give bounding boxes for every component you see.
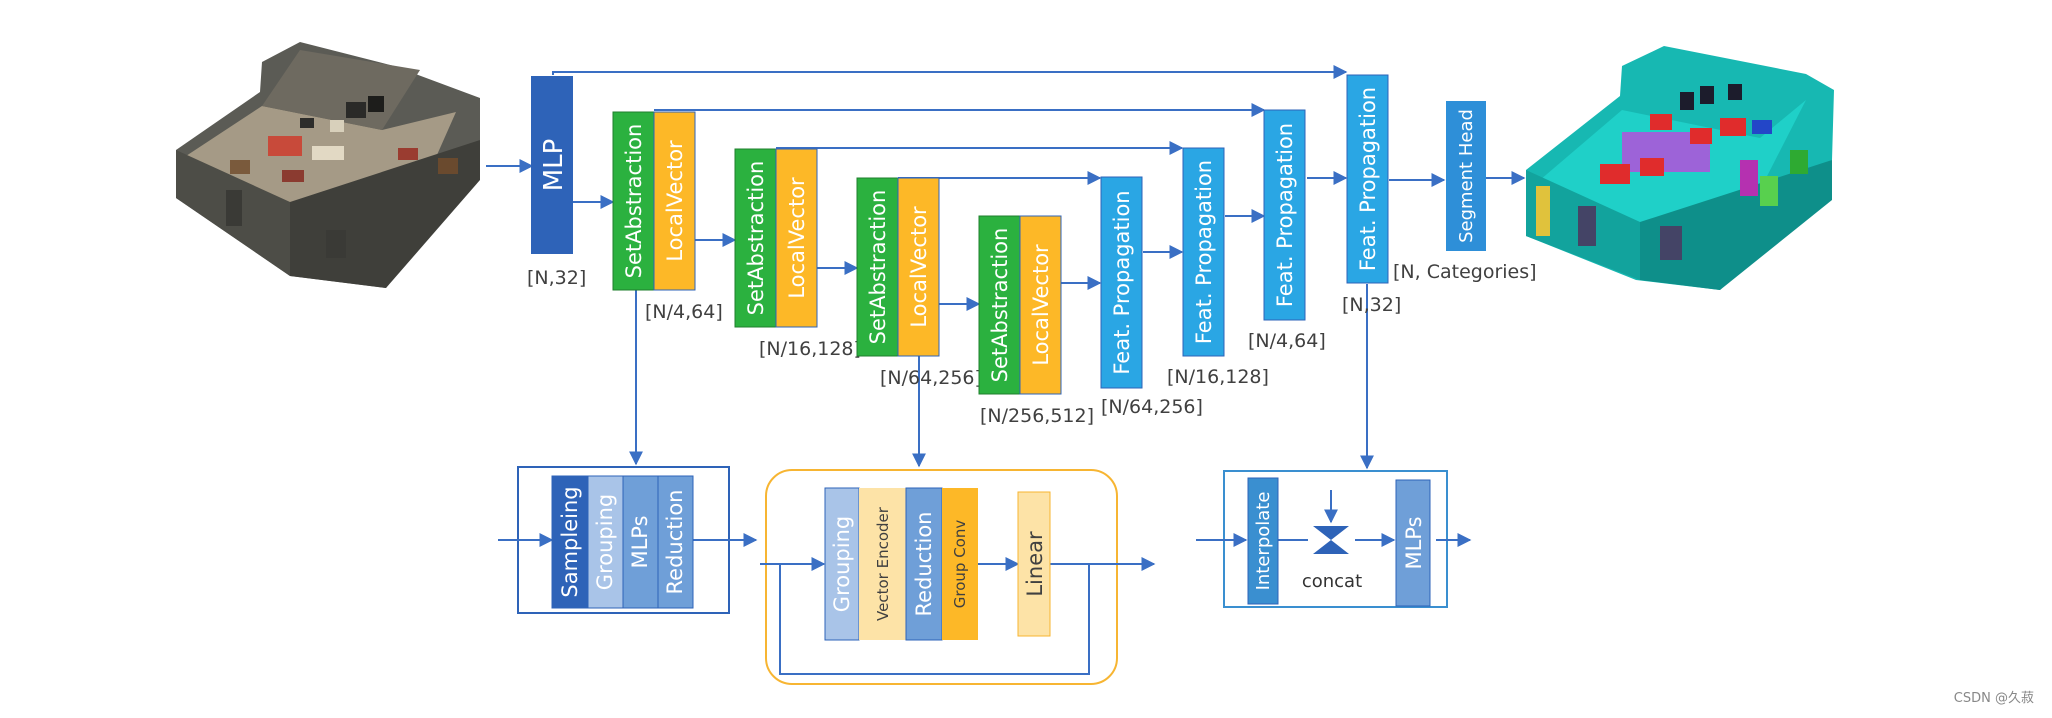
sa-stage-shape: [N/256,512] <box>980 405 1094 427</box>
fp-stage-shape: [N/4,64] <box>1248 330 1326 352</box>
svg-text:Group Conv: Group Conv <box>951 520 969 609</box>
fp-stage-shape: [N/16,128] <box>1167 366 1269 388</box>
lv-linear-block: Linear <box>1017 491 1051 637</box>
fp-stage-4: Feat. Propagation <box>1346 74 1389 284</box>
watermark: CSDN @久菽 <box>1954 691 2034 706</box>
point-cloud-room-icon <box>176 42 480 288</box>
sa-mlps-block: MLPs <box>622 475 659 609</box>
svg-text:Interpolate: Interpolate <box>1253 492 1274 591</box>
feat-propagation-label: Feat. Propagation <box>1356 87 1380 271</box>
set-abstraction-label: SetAbstraction <box>866 190 890 345</box>
segmented-room-icon <box>1526 46 1834 290</box>
fp-stage-shape: [N,32] <box>1342 294 1401 316</box>
fp-stage-3: Feat. Propagation <box>1263 109 1306 321</box>
feat-propagation-label: Feat. Propagation <box>1192 160 1216 344</box>
fp-stage-1: Feat. Propagation <box>1100 176 1143 389</box>
svg-text:Grouping: Grouping <box>830 516 854 612</box>
fp-mlps-block: MLPs <box>1395 479 1431 607</box>
set-abstraction-label: SetAbstraction <box>744 161 768 316</box>
fp-stage-shape: [N/64,256] <box>1101 396 1203 418</box>
set-abstraction-label: SetAbstraction <box>622 124 646 279</box>
fp-stage-2: Feat. Propagation <box>1182 147 1225 357</box>
mlp-shape: [N,32] <box>527 267 586 289</box>
lv-grouping-block: Grouping <box>824 487 860 641</box>
local-vector-label: LocalVector <box>785 177 809 299</box>
feat-propagation-label: Feat. Propagation <box>1273 123 1297 307</box>
lv-reduction-block: Reduction <box>905 487 943 641</box>
fp-stages: Feat. Propagation [N/64,256] Feat. Propaga… <box>1100 74 1401 418</box>
sa-module: Sampleing Grouping MLPs Reduction <box>498 466 758 614</box>
svg-text:Linear: Linear <box>1023 531 1047 597</box>
feat-propagation-label: Feat. Propagation <box>1110 190 1134 374</box>
local-vector-label: LocalVector <box>663 140 687 262</box>
svg-text:MLPs: MLPs <box>628 515 652 568</box>
sa-sampling-block: Sampleing <box>551 475 589 609</box>
svg-text:Reduction: Reduction <box>912 512 936 617</box>
segment-head-label: Segment Head <box>1456 109 1477 243</box>
concat-icon <box>1313 526 1349 554</box>
svg-text:Reduction: Reduction <box>663 490 687 595</box>
mlp-label: MLP <box>539 139 569 192</box>
svg-text:Vector Encoder: Vector Encoder <box>874 506 892 621</box>
sa-stage-shape: [N/4,64] <box>645 301 723 323</box>
local-vector-label: LocalVector <box>1029 244 1053 366</box>
sa-grouping-block: Grouping <box>587 475 624 609</box>
sa-stage-shape: [N/16,128] <box>759 338 861 360</box>
pipeline-arrows <box>486 65 1526 470</box>
segment-head-block: Segment Head <box>1446 101 1486 251</box>
mlp-block: MLP <box>531 76 573 254</box>
fp-module: Interpolate concat MLPs <box>1196 470 1472 608</box>
svg-text:Sampleing: Sampleing <box>558 486 582 597</box>
svg-text:MLPs: MLPs <box>1402 516 1426 569</box>
lv-vector-encoder-block: Vector Encoder <box>859 488 906 640</box>
segment-head-shape: [N, Categories] <box>1393 261 1537 283</box>
sa-stage-4: SetAbstraction LocalVector <box>978 215 1062 395</box>
sa-stage-2: SetAbstraction LocalVector <box>734 148 818 328</box>
sa-stage-shape: [N/64,256] <box>880 367 982 389</box>
set-abstraction-label: SetAbstraction <box>988 228 1012 383</box>
sa-stage-1: SetAbstraction LocalVector <box>612 111 696 291</box>
local-vector-label: LocalVector <box>907 206 931 328</box>
svg-text:Grouping: Grouping <box>593 494 617 590</box>
lv-group-conv-block: Group Conv <box>942 488 978 640</box>
sa-stage-3: SetAbstraction LocalVector <box>856 177 940 357</box>
sa-reduction-block: Reduction <box>657 475 694 609</box>
lv-module: Grouping Vector Encoder Reduction Group … <box>760 469 1156 685</box>
concat-label: concat <box>1302 571 1362 592</box>
fp-interpolate-block: Interpolate <box>1247 477 1279 605</box>
